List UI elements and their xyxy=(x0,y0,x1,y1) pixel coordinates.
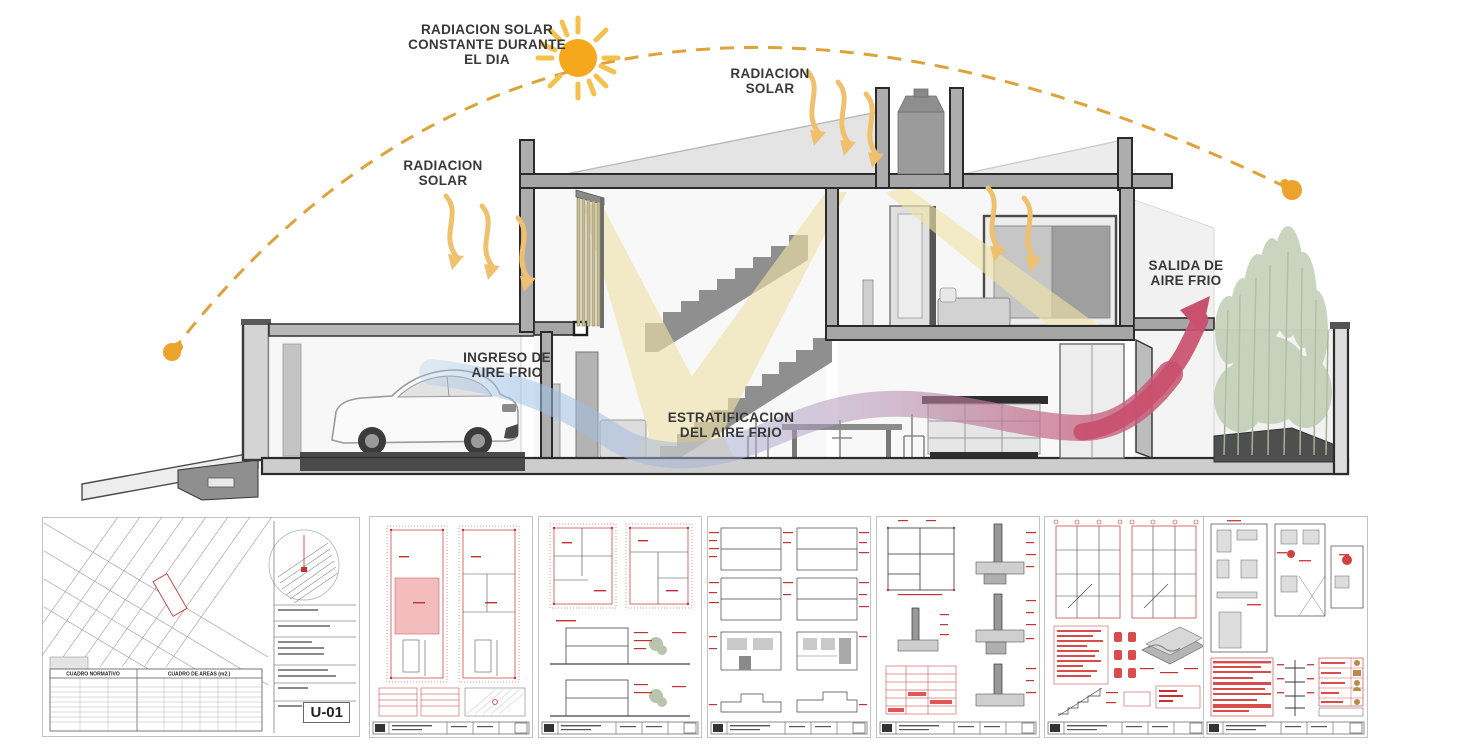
sheet-code-u01: U-01 xyxy=(303,702,350,723)
front-boundary-wall xyxy=(241,319,271,462)
clerestory-roof xyxy=(565,111,879,175)
title-strip xyxy=(541,721,699,735)
sheet-sections-elevations xyxy=(707,516,871,738)
wall-details xyxy=(897,523,1036,707)
facade-louvers xyxy=(575,189,605,328)
label-cold-air-in: INGRESO DE AIRE FRIO xyxy=(463,350,551,380)
drawing-sheets-row: CUADRO NORMATIVO CUADRO DE AREAS (m2.) U… xyxy=(0,510,1460,752)
bamboo-trees xyxy=(1214,226,1332,456)
rear-boundary-wall xyxy=(1332,324,1350,476)
spec-table-red xyxy=(1210,657,1274,717)
roof-isometric xyxy=(1140,626,1205,674)
title-strip xyxy=(1206,721,1365,735)
sheet-framing-plans-details xyxy=(1044,516,1208,738)
sheet-u01-svg: CUADRO NORMATIVO CUADRO DE AREAS (m2.) xyxy=(42,517,360,737)
rebar-details xyxy=(1114,632,1136,678)
radiation-arrows xyxy=(443,69,1037,281)
cuadro-tables: CUADRO NORMATIVO CUADRO DE AREAS (m2.) xyxy=(49,668,263,732)
title-strip xyxy=(372,721,530,735)
label-radiation-right: RADIACION SOLAR xyxy=(730,66,810,96)
sheet-structural-details xyxy=(876,516,1040,738)
house-section xyxy=(81,69,1350,501)
notes-block xyxy=(1053,625,1109,685)
title-strip xyxy=(710,721,868,735)
cold-air-exit-arrow xyxy=(1073,296,1210,441)
sun-path-arc xyxy=(163,45,1302,361)
label-radiation-left: RADIACION SOLAR xyxy=(403,158,483,188)
label-cold-air-out: SALIDA DE AIRE FRIO xyxy=(1148,258,1224,288)
elevations xyxy=(720,631,858,671)
radiation-arrows-right xyxy=(985,185,1037,261)
radiation-arrowheads xyxy=(448,130,1042,292)
courtyard xyxy=(1213,226,1350,476)
label-stratification: ESTRATIFICACION DEL AIRE FRIO xyxy=(667,410,795,440)
title-strip xyxy=(879,721,1037,735)
sheet-plans-sections xyxy=(538,516,702,738)
radiation-arrows-top xyxy=(805,69,879,157)
key-plan xyxy=(464,687,526,717)
cuadro-areas-title: CUADRO DE AREAS (m2.) xyxy=(168,672,231,678)
label-sun-constant: RADIACION SOLAR CONSTANTE DURANTE EL DIA xyxy=(408,22,566,67)
water-tank xyxy=(897,88,945,175)
light-beams xyxy=(583,186,1098,472)
schedule-table xyxy=(885,665,957,715)
title-strip xyxy=(1047,721,1205,735)
riser-diagram xyxy=(1285,660,1305,716)
sheet-installations xyxy=(1203,516,1368,738)
bioclimatic-section-svg xyxy=(81,15,1350,501)
entry-ramp xyxy=(81,451,259,501)
sheet-site-plan-u01: CUADRO NORMATIVO CUADRO DE AREAS (m2.) U… xyxy=(42,517,360,737)
bed xyxy=(937,287,1011,327)
sheet-floor-plans xyxy=(369,516,533,738)
fixture-table xyxy=(1318,657,1364,717)
location-map-inset xyxy=(268,529,340,604)
sun-icon xyxy=(535,15,621,101)
cuadro-normativo-title: CUADRO NORMATIVO xyxy=(66,672,120,678)
stair-detail xyxy=(1057,687,1103,717)
radiation-arrows-left xyxy=(443,193,531,281)
